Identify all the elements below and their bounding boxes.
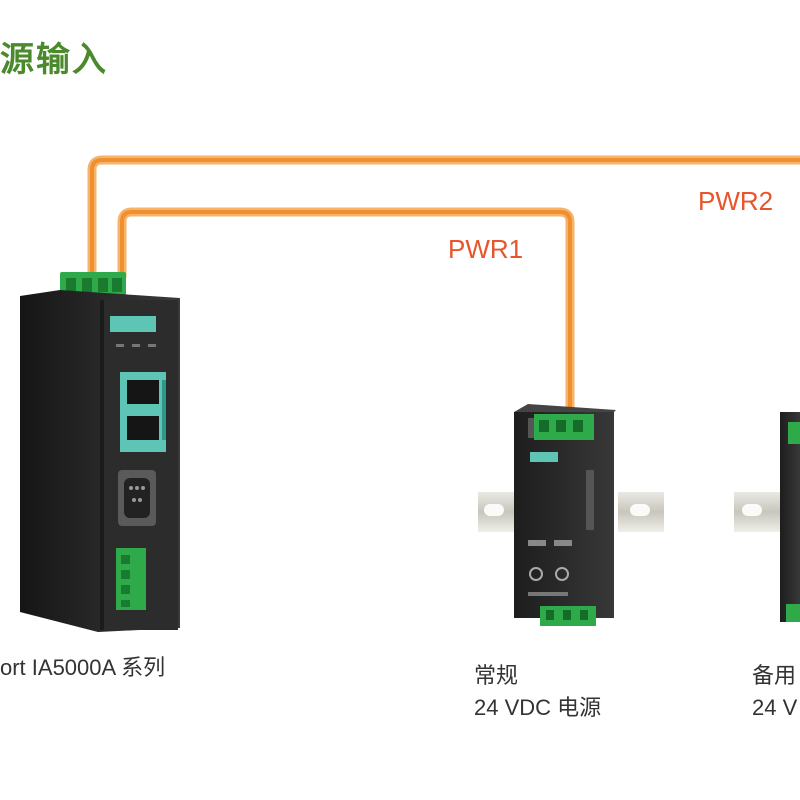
main-psu-caption: 常规 24 VDC 电源 <box>474 660 601 724</box>
main-psu-caption-line1: 常规 <box>474 663 519 688</box>
pwr2-label: PWR2 <box>698 186 774 216</box>
pwr1-label: PWR1 <box>448 234 524 264</box>
device-caption: ort IA5000A 系列 <box>0 655 166 680</box>
main-psu-caption-line2: 24 VDC 电源 <box>474 695 602 720</box>
main-power-supply <box>478 404 664 626</box>
gateway-device <box>20 272 180 632</box>
backup-psu-caption: 备用 24 V <box>752 660 797 724</box>
backup-psu-caption-line2: 24 V <box>752 695 798 720</box>
device-serial-terminal <box>116 548 146 610</box>
backup-power-supply <box>734 412 800 622</box>
pwr2-cable <box>87 155 800 278</box>
section-title: 源输入 <box>0 40 108 80</box>
backup-psu-caption-line1: 备用 <box>752 663 797 688</box>
